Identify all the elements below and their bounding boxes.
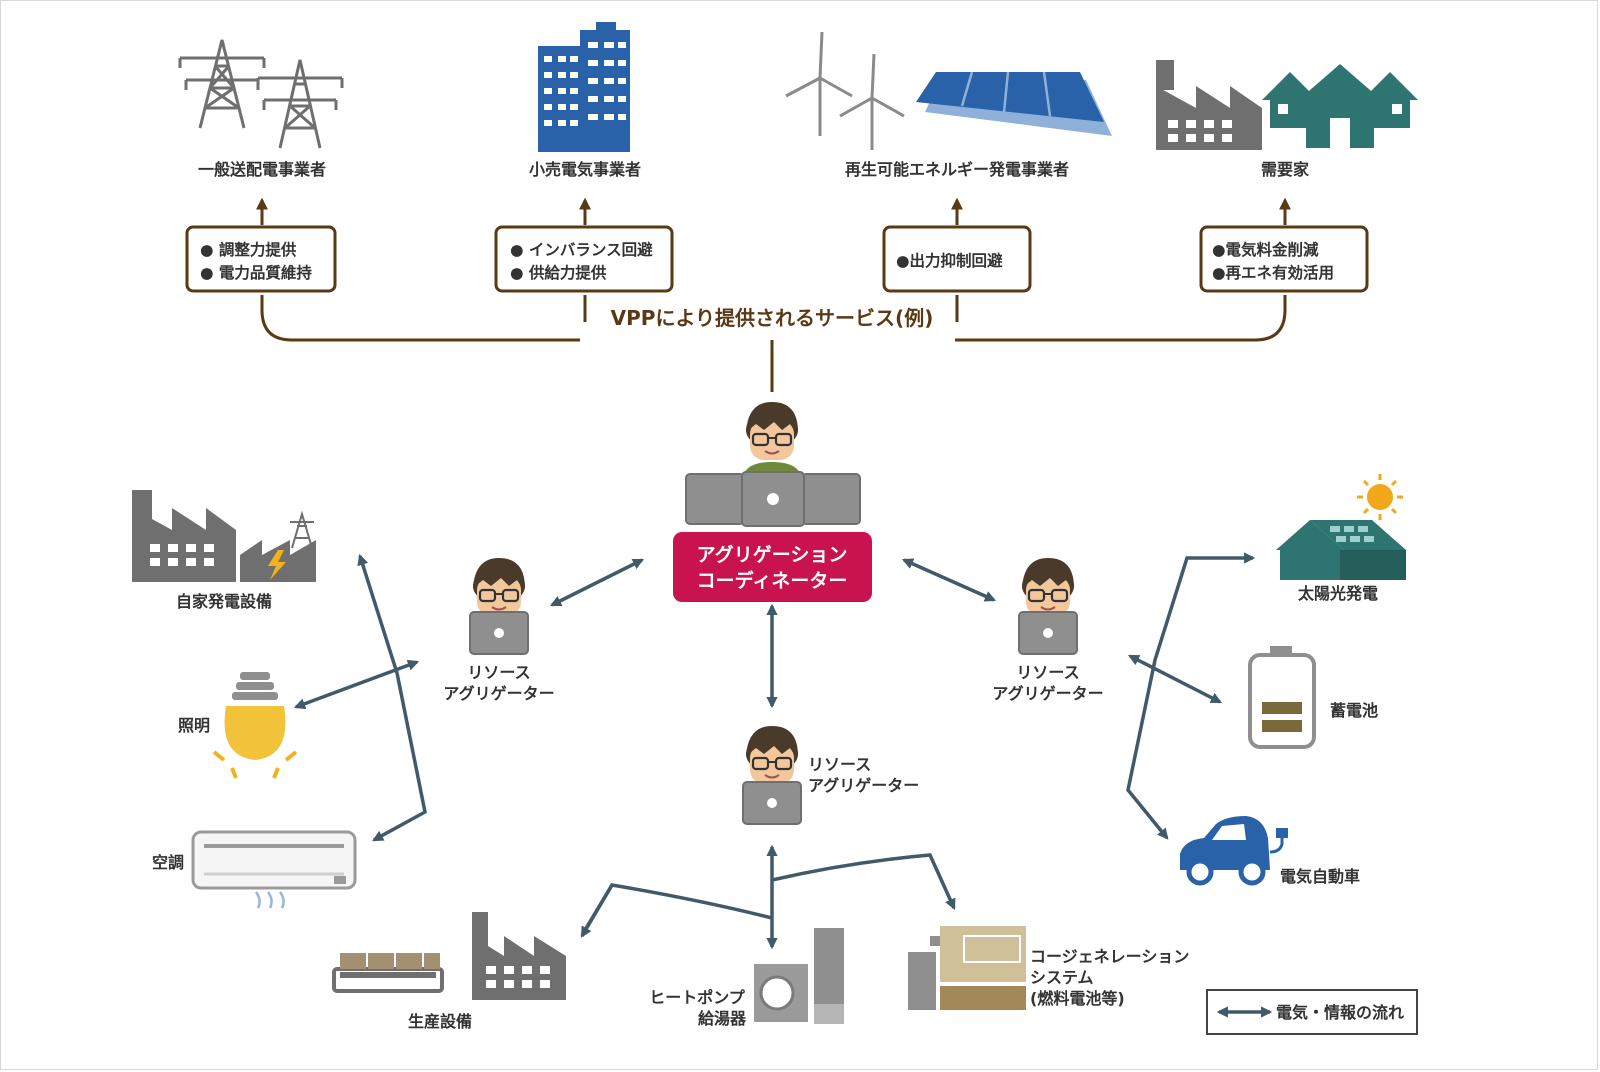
cogeneration-icon bbox=[908, 926, 1026, 1010]
legend-label: 電気・情報の流れ bbox=[1276, 1003, 1404, 1022]
building-icon bbox=[538, 22, 630, 152]
service-curtailment: ●出力抑制回避 bbox=[896, 251, 1003, 270]
coordinator-line-1: アグリゲーション bbox=[697, 543, 848, 566]
air-conditioner-icon bbox=[191, 830, 357, 909]
cogen-line-1: コージェネレーション bbox=[1030, 947, 1189, 966]
aggregator-bottom-line-1: リソース bbox=[808, 755, 871, 774]
wind-turbine-icon bbox=[785, 31, 905, 150]
coordinator-figure bbox=[685, 400, 861, 527]
house-icon bbox=[1262, 64, 1418, 148]
heatpump-line-1: ヒートポンプ bbox=[649, 988, 746, 1007]
service-box-3: ●出力抑制回避 bbox=[882, 225, 1032, 293]
self-power-label: 自家発電設備 bbox=[176, 592, 272, 611]
service-cost-reduction: ●電気料金削減 bbox=[1212, 240, 1319, 259]
aggregator-right-figure bbox=[1016, 556, 1080, 655]
services-bracket bbox=[256, 197, 1291, 392]
transmission-tower-icon bbox=[178, 39, 344, 149]
legend: 電気・情報の流れ bbox=[1206, 989, 1418, 1035]
solar-panel-icon bbox=[916, 71, 1112, 136]
aggregator-bottom-figure bbox=[740, 724, 804, 825]
aggregator-bottom-line-2: アグリゲーター bbox=[808, 776, 919, 795]
flow-arrows bbox=[293, 552, 1256, 950]
sun-icon bbox=[1357, 474, 1403, 520]
service-imbalance: ● インバランス回避 bbox=[510, 240, 653, 259]
conveyor-icon bbox=[332, 953, 444, 993]
production-factory-icon bbox=[472, 912, 566, 1000]
coordinator-line-2: コーディネーター bbox=[697, 569, 848, 592]
service-box-1: ● 調整力提供 ● 電力品質維持 bbox=[185, 225, 337, 293]
battery-label: 蓄電池 bbox=[1330, 701, 1378, 720]
transmission-operator-label: 一般送配電事業者 bbox=[198, 160, 326, 179]
light-bulb-icon bbox=[212, 672, 298, 779]
ev-label: 電気自動車 bbox=[1280, 867, 1360, 886]
aircon-label: 空調 bbox=[152, 853, 184, 872]
coordinator-box: アグリゲーション コーディネーター bbox=[673, 532, 872, 602]
production-label: 生産設備 bbox=[408, 1012, 472, 1031]
retail-electricity-label: 小売電気事業者 bbox=[529, 160, 641, 179]
solar-label: 太陽光発電 bbox=[1297, 584, 1378, 603]
service-supply: ● 供給力提供 bbox=[510, 263, 607, 282]
lighting-label: 照明 bbox=[178, 716, 210, 735]
cogen-line-3: (燃料電池等) bbox=[1030, 989, 1125, 1008]
electric-car-icon bbox=[1180, 816, 1288, 886]
service-box-2: ● インバランス回避 ● 供給力提供 bbox=[494, 225, 674, 293]
aggregator-left-line-1: リソース bbox=[467, 663, 530, 682]
service-quality: ● 電力品質維持 bbox=[200, 263, 312, 282]
factory-icon bbox=[1156, 60, 1262, 150]
small-tower-icon bbox=[290, 510, 314, 549]
battery-icon bbox=[1248, 646, 1316, 749]
heatpump-line-2: 給湯器 bbox=[698, 1009, 747, 1028]
aggregator-left-figure bbox=[467, 556, 531, 655]
heat-pump-icon bbox=[754, 928, 844, 1024]
aggregator-right-line-1: リソース bbox=[1016, 663, 1079, 682]
services-header: VPPにより提供されるサービス(例) bbox=[611, 306, 934, 330]
consumer-label: 需要家 bbox=[1261, 160, 1310, 179]
aggregator-right-line-2: アグリゲーター bbox=[992, 684, 1103, 703]
service-renewable-use: ●再エネ有効活用 bbox=[1212, 263, 1334, 282]
service-box-4: ●電気料金削減 ●再エネ有効活用 bbox=[1199, 225, 1369, 293]
self-power-factory-icon bbox=[132, 490, 316, 582]
renewable-operator-label: 再生可能エネルギー発電事業者 bbox=[845, 160, 1069, 179]
service-adjustment: ● 調整力提供 bbox=[200, 240, 297, 259]
solar-house-icon bbox=[1276, 520, 1406, 580]
aggregator-left-line-2: アグリゲーター bbox=[443, 684, 554, 703]
cogen-line-2: システム bbox=[1030, 968, 1094, 987]
